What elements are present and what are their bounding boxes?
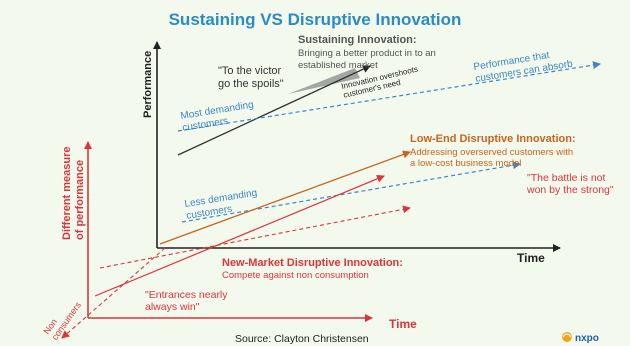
absorb-label: Performance that customers can absorb — [473, 47, 574, 85]
new-market-desc: Compete against non consumption — [222, 270, 369, 281]
nxpo-logo-text: nxpo — [575, 333, 599, 344]
battle-quote-line-2: won by the strong" — [526, 184, 614, 196]
victor-quote: "To the victor go the spoils" — [218, 65, 284, 90]
non-consumers-label: Non consumers — [41, 294, 83, 342]
time-axis-bottom-label: Time — [389, 317, 417, 331]
low-end-title: Low-End Disruptive Innovation: — [410, 133, 576, 145]
time-axis-top-label: Time — [517, 251, 545, 265]
entrances-quote-line-1: "Entrances nearly — [145, 289, 228, 301]
overshoot-wedge — [288, 68, 360, 94]
non-consumers-line — [61, 247, 166, 339]
sustaining-desc-line-1: Bringing a better product in to an — [298, 48, 436, 59]
entrances-quote-line-2: always win" — [145, 301, 200, 313]
sustaining-innovation-line — [177, 65, 371, 156]
performance-axis-label: Performance — [142, 51, 154, 118]
most-demanding-label: Most demanding customers — [180, 99, 259, 134]
victor-quote-line-1: "To the victor — [218, 65, 282, 77]
battle-quote-line-1: "The battle is not — [527, 172, 606, 184]
absorb-line-upper — [177, 61, 601, 132]
battle-quote: "The battle is not won by the strong" — [526, 172, 614, 196]
low-end-desc-line-2: a low-cost business model — [410, 158, 521, 169]
low-end-disruption-line — [159, 150, 411, 245]
different-measure-line-1: Different measure — [61, 146, 73, 240]
different-measure-axis-label: Different measure of performance — [61, 143, 86, 240]
source-caption: Source: Clayton Christensen — [235, 333, 369, 345]
entrances-quote: "Entrances nearly always win" — [145, 289, 230, 313]
sustaining-title: Sustaining Innovation: — [298, 34, 417, 46]
victor-quote-line-2: go the spoils" — [218, 78, 284, 90]
low-end-desc-line-1: Addressing overserved customers with — [410, 147, 573, 158]
nxpo-logo-swoosh-icon — [562, 333, 572, 338]
sustaining-desc-line-2: established market — [298, 60, 378, 71]
less-demanding-label: Less demanding customers — [184, 187, 263, 222]
new-market-disruption-line — [94, 174, 385, 297]
new-market-title: New-Market Disruptive Innovation: — [222, 257, 403, 269]
sustaining-desc: Bringing a better product in to an estab… — [298, 48, 438, 71]
nxpo-logo: nxpo — [562, 332, 599, 344]
new-market-dashed-line — [99, 205, 411, 269]
different-measure-line-2: of performance — [74, 160, 86, 240]
diagram-title: Sustaining VS Disruptive Innovation — [169, 10, 462, 29]
low-end-desc: Addressing overserved customers with a l… — [410, 147, 576, 169]
absorb-line-lower — [181, 161, 521, 223]
